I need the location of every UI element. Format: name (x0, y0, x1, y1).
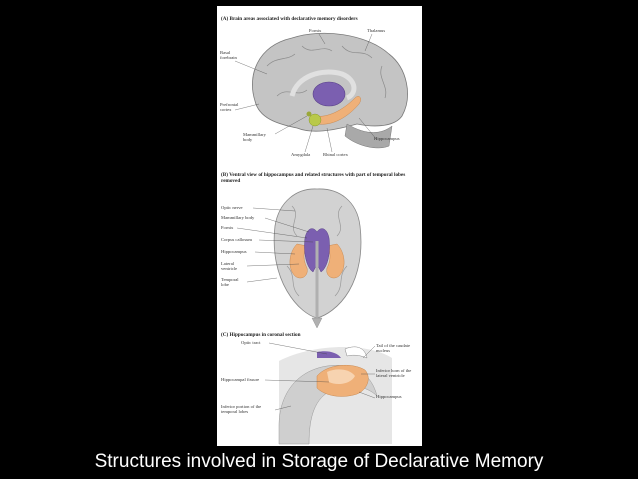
panel-b-title: (B) Ventral view of hippocampus and rela… (221, 172, 406, 184)
label-temporal-lobe: Temporal lobe (221, 277, 239, 287)
label-corpus-callosum: Corpus callosum (221, 237, 253, 242)
mammillary-body-shape (306, 111, 312, 117)
figure-panel: (A) Brain areas associated with declarat… (217, 6, 422, 446)
label-inferior-temporal: Inferior portion of the temporal lobes (221, 404, 262, 414)
label-fornix-a: Fornix (309, 28, 322, 33)
label-hippocampus-c: Hippocampus (376, 394, 402, 399)
hippocampus-shape-a (314, 96, 361, 125)
panel-c-drawing (264, 342, 392, 445)
label-tail-caudate: Tail of the caudate nucleus (376, 343, 410, 353)
label-mammillary-body-a: Mammillary body (243, 132, 266, 142)
label-prefrontal-cortex: Prefrontal cortex (220, 102, 239, 112)
label-lateral-ventricle: Lateral ventricle (221, 261, 238, 271)
arrow-pointer (311, 317, 323, 329)
label-amygdala: Amygdala (291, 152, 311, 157)
label-optic-nerve: Optic nerve (221, 205, 243, 210)
slide-caption: Structures involved in Storage of Declar… (94, 451, 544, 472)
label-inferior-horn: Inferior horn of the lateral ventricle (376, 368, 412, 378)
panel-c-title: (C) Hippocampus in coronal section (221, 332, 301, 338)
anatomy-illustration (234, 32, 408, 445)
label-thalamus: Thalamus (367, 28, 386, 33)
panel-a-title: (A) Brain areas associated with declarat… (221, 16, 358, 22)
label-basal-forebrain: Basal forebrain (220, 50, 237, 60)
thalamus-shape (312, 81, 346, 107)
label-mammillary-body-b: Mammillary body (221, 215, 255, 220)
label-hippocampus-b: Hippocampus (221, 249, 247, 254)
panel-b-drawing (236, 188, 362, 329)
label-rhinal-cortex: Rhinal cortex (323, 152, 348, 157)
panel-a-drawing (234, 32, 408, 153)
label-hippocampus-a: Hippocampus (374, 136, 400, 141)
label-optic-tract: Optic tract (241, 340, 261, 345)
label-fornix-b: Fornix (221, 225, 234, 230)
amygdala-shape (308, 113, 322, 127)
label-hippocampal-fissure: Hippocampal fissure (221, 377, 260, 382)
